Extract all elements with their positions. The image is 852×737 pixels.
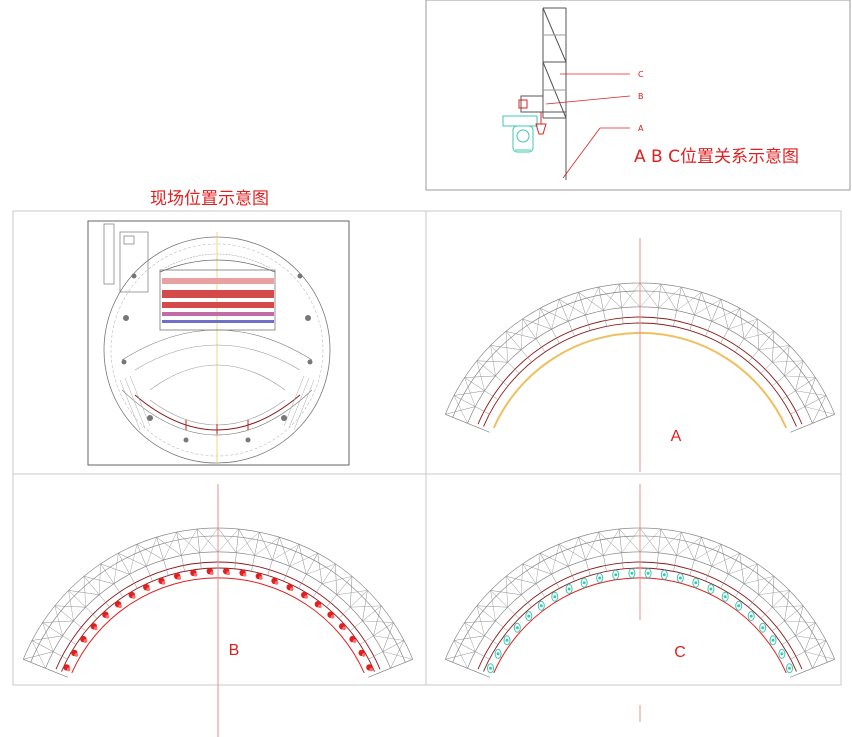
panel-a-label: A <box>671 428 682 445</box>
moving-head-light-icon <box>735 600 743 611</box>
spot-fixture-icon <box>314 601 322 608</box>
spot-fixture-icon <box>271 577 279 585</box>
spot-fixture-icon <box>143 584 151 591</box>
spot-fixture-icon <box>366 664 374 672</box>
spot-fixture-icon <box>158 577 166 585</box>
panel-grid <box>12 210 842 686</box>
fixture-marks <box>185 420 249 434</box>
moving-head-light-icon <box>503 635 511 646</box>
center-lines <box>217 238 641 737</box>
moving-head-light-icon <box>759 622 767 633</box>
moving-head-light-icon <box>494 648 502 659</box>
moving-head-light-icon <box>676 573 684 583</box>
moving-head-light-icon <box>580 577 588 588</box>
moving-head-light-icon <box>525 611 533 622</box>
moving-head-light-icon <box>778 648 786 659</box>
spot-fixture-icon <box>358 649 366 657</box>
spot-fixture-icon <box>102 611 110 619</box>
side-view-panel: C B A A B C位置关系示意图 <box>425 0 851 191</box>
label-b-small: B <box>638 92 644 101</box>
spot-fixture-icon <box>518 99 547 135</box>
columns <box>121 273 313 443</box>
label-c-small: C <box>638 70 644 79</box>
spot-fixture-icon <box>255 572 263 580</box>
spot-fixture-icon <box>63 664 71 672</box>
moving-head-light-icon <box>551 591 559 602</box>
bracket <box>520 95 544 113</box>
moving-head-light-icon <box>747 611 755 622</box>
moving-head-light-icon <box>537 600 545 611</box>
spot-fixture-icon <box>206 568 214 575</box>
spot-fixture-icon <box>349 635 357 643</box>
moving-head-light-icon <box>487 663 494 674</box>
moving-head-light-icon <box>596 573 604 583</box>
moving-head-light-icon <box>612 569 620 580</box>
spot-fixture-icon <box>174 572 181 580</box>
spot-fixture-icon <box>114 601 122 608</box>
spot-fixture-icon <box>71 649 79 657</box>
stage-block <box>159 269 276 331</box>
moving-head-light-icon <box>565 584 573 594</box>
spot-fixture-icon <box>301 591 309 599</box>
moving-head-light-icon <box>692 577 700 588</box>
site-plan-drawing <box>87 220 350 466</box>
spot-fixture-icon <box>128 591 136 599</box>
moving-head-light-icon <box>660 569 668 580</box>
moving-head-light-icon <box>513 622 521 633</box>
site-plan-title: 现场位置示意图 <box>150 189 269 209</box>
panel-c-label: C <box>674 644 686 661</box>
site-plan-frame <box>87 220 350 466</box>
spot-fixture-icon <box>90 623 98 631</box>
spot-fixture-icon <box>286 584 294 591</box>
moving-head-light-icon <box>502 115 538 153</box>
moving-head-light-icon <box>769 635 777 646</box>
moving-head-light-icon <box>707 584 715 594</box>
panel-b-label: B <box>229 642 240 659</box>
spot-fixture-icon <box>239 569 247 577</box>
moving-head-light-icon <box>628 568 636 579</box>
spot-fixture-icon <box>339 623 347 631</box>
spot-fixture-icon <box>327 611 335 619</box>
vertical-truss <box>542 7 567 180</box>
spot-fixture-icon <box>80 635 88 643</box>
moving-head-light-icon <box>786 663 793 674</box>
spot-fixture-icon <box>190 569 198 577</box>
spot-fixture-icon <box>223 568 230 575</box>
moving-head-light-icon <box>721 591 729 602</box>
leader-lines <box>545 73 631 179</box>
moving-head-light-icon <box>644 568 652 579</box>
side-view-frame <box>425 0 851 191</box>
label-a-small: A <box>638 124 644 133</box>
side-view-title: A B C位置关系示意图 <box>634 147 799 167</box>
